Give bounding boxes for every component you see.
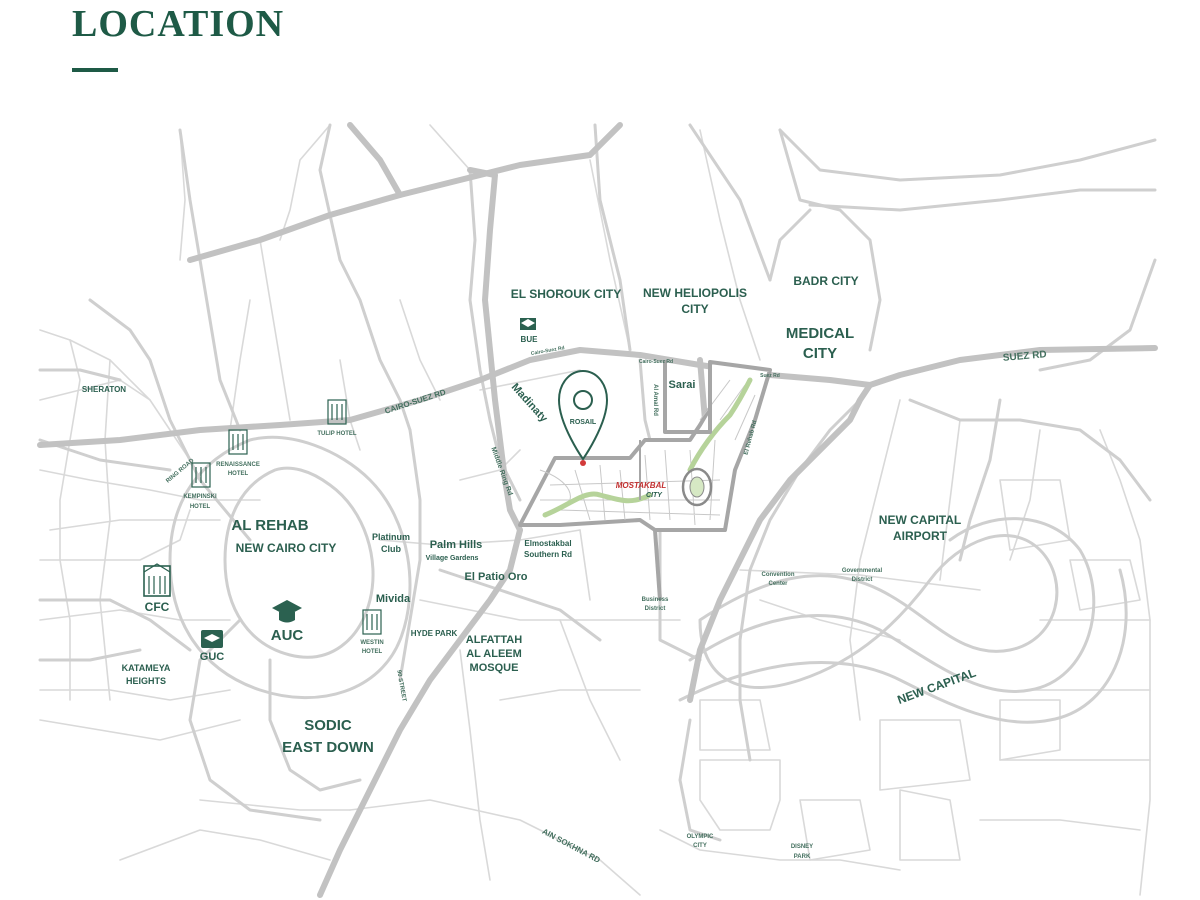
rosail-label: ROSAIL xyxy=(570,419,597,426)
label-auc: AUC xyxy=(271,627,304,644)
label-el-patio: El Patio Oro xyxy=(465,571,528,583)
building-icon xyxy=(228,429,248,455)
label-elmostakbal-1: Elmostakbal xyxy=(524,539,571,548)
label-disney-1: DISNEY xyxy=(791,844,813,850)
label-kempinski-1: KEMPINSKI xyxy=(183,494,217,500)
label-alfattah-2: AL ALEEM xyxy=(466,648,522,660)
graduation-cap-icon xyxy=(272,600,302,623)
label-renaissance-2: HOTEL xyxy=(228,471,249,477)
map-pin-icon[interactable] xyxy=(557,369,609,461)
label-governmental-2: District xyxy=(852,577,873,583)
label-madinaty: Madinaty xyxy=(509,381,550,425)
label-platinum-2: Club xyxy=(381,544,401,554)
label-mivida: Mivida xyxy=(376,593,411,605)
building-icon xyxy=(327,399,347,425)
label-al-amal-rd: Al Amal Rd xyxy=(652,384,658,416)
label-westin-1: WESTIN xyxy=(360,640,383,646)
label-katameya-2: HEIGHTS xyxy=(126,676,166,686)
label-kempinski-2: HOTEL xyxy=(190,504,211,510)
label-cairo-suez-small-1: Cairo-Suez Rd xyxy=(530,345,565,357)
label-elmostakbal-2: Southern Rd xyxy=(524,550,572,559)
label-olympic-1: OLYMPIC xyxy=(687,834,714,840)
label-business-2: District xyxy=(645,606,666,612)
mostakbal-logo-line1: MOSTAKBAL xyxy=(616,481,667,490)
label-convention-2: Center xyxy=(768,581,788,587)
mostakbal-logo-line2: CITY xyxy=(646,492,663,499)
label-90-street: 90 STREET xyxy=(395,670,407,703)
label-katameya-1: KATAMEYA xyxy=(122,663,171,673)
label-medical-1: MEDICAL xyxy=(786,325,854,342)
label-hyde-park: HYDE PARK xyxy=(411,629,458,638)
label-bue: BUE xyxy=(521,335,539,344)
label-medical-2: CITY xyxy=(803,345,837,362)
page-title: LOCATION xyxy=(72,3,285,45)
label-ain-sokhna-rd: AIN SOKHNA RD xyxy=(541,827,602,865)
building-icon xyxy=(143,563,171,597)
label-olympic-2: CITY xyxy=(693,843,707,849)
rosail-pin: ROSAIL xyxy=(557,369,609,466)
medium-roads xyxy=(38,123,1157,842)
label-renaissance-1: RENAISSANCE xyxy=(216,462,260,468)
label-convention-1: Convention xyxy=(762,572,795,578)
mostakbal-city-project: MOSTAKBAL CITY xyxy=(518,360,772,601)
landmark-labels: BUE AUC GUC CFC xyxy=(145,335,538,663)
label-cairo-suez-rd: CAIRO-SUEZ RD xyxy=(384,387,447,415)
label-disney-2: PARK xyxy=(794,854,811,860)
title-underline xyxy=(72,68,118,72)
label-badr-city: BADR CITY xyxy=(793,274,858,288)
label-guc: GUC xyxy=(200,651,225,663)
major-roads xyxy=(37,122,1158,898)
label-platinum-1: Platinum xyxy=(372,532,410,542)
label-new-heliopolis-1: NEW HELIOPOLIS xyxy=(643,286,747,300)
minor-roads xyxy=(39,124,1151,896)
label-sodic-2: EAST DOWN xyxy=(282,739,374,756)
label-suez-rd-small: Suez Rd xyxy=(760,373,780,379)
label-westin-2: HOTEL xyxy=(362,649,383,655)
label-new-cairo: NEW CAIRO CITY xyxy=(236,541,337,555)
label-sheraton: SHERATON xyxy=(82,385,126,394)
label-tulip: TULIP HOTEL xyxy=(317,431,357,437)
graduation-cap-icon xyxy=(201,630,223,648)
graduation-cap-icon xyxy=(520,318,536,330)
label-alfattah-1: ALFATTAH xyxy=(466,634,522,646)
label-new-capital-airport-2: AIRPORT xyxy=(893,529,948,543)
label-cfc: CFC xyxy=(145,600,170,614)
label-new-capital-airport-1: NEW CAPITAL xyxy=(879,513,961,527)
landmark-icons xyxy=(143,318,536,648)
label-new-capital: NEW CAPITAL xyxy=(896,666,978,707)
label-governmental-1: Governmental xyxy=(842,568,883,574)
label-new-heliopolis-2: CITY xyxy=(681,302,708,316)
building-icon xyxy=(191,462,211,488)
label-sodic-1: SODIC xyxy=(304,717,352,734)
label-sarai: Sarai xyxy=(669,379,696,391)
label-al-rehab: AL REHAB xyxy=(231,517,308,534)
label-alfattah-3: MOSQUE xyxy=(470,662,519,674)
label-business-1: Business xyxy=(642,597,669,603)
label-palm-hills-1: Palm Hills xyxy=(430,539,483,551)
label-cairo-suez-small-2: Cairo-Suez Rd xyxy=(639,359,673,365)
label-el-shorouk: EL SHOROUK CITY xyxy=(511,287,621,301)
label-palm-hills-2: Village Gardens xyxy=(426,555,479,562)
building-icon xyxy=(362,609,382,635)
label-suez-rd: SUEZ RD xyxy=(1002,349,1047,364)
